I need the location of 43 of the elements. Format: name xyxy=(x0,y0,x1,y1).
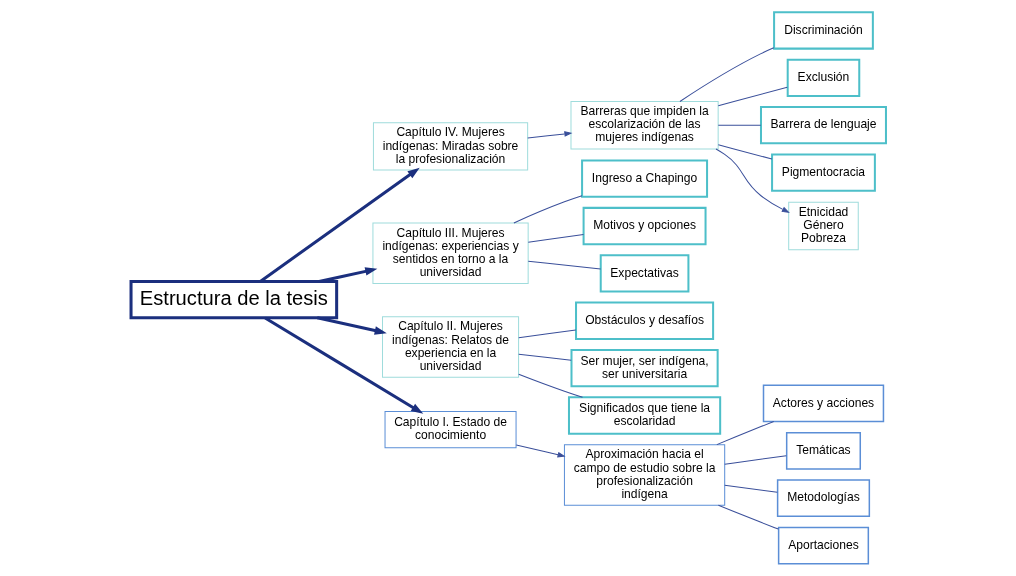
node-box: Aproximación hacia el campo de estudio sobre la profesionalización indígena xyxy=(563,444,725,506)
arrow xyxy=(318,267,377,283)
connector xyxy=(678,47,774,102)
connector xyxy=(717,124,761,126)
node-box: Discriminación xyxy=(772,11,874,50)
connector xyxy=(517,373,583,398)
node-box: Temáticas xyxy=(785,431,861,470)
connector xyxy=(517,329,576,339)
node-box: Pigmentocracia xyxy=(770,153,876,192)
connector xyxy=(517,353,572,361)
node-box: Obstáculos y desafíos xyxy=(574,301,714,340)
arrow xyxy=(526,131,572,139)
node-box: Capítulo II. Mujeres indígenas: Relatos de experiencia en la universidad xyxy=(381,316,519,378)
node-box: Barrera de lenguaje xyxy=(759,106,887,145)
connector xyxy=(723,484,778,493)
arrow xyxy=(316,316,387,335)
connector xyxy=(512,195,582,224)
arrow xyxy=(515,444,566,458)
connector xyxy=(527,260,601,270)
node-box: Capítulo IV. Mujeres indígenas: Miradas sobre la profesionalización xyxy=(372,122,528,171)
node-box: Capítulo III. Mujeres indígenas: experiencias y sentidos en torno a la universidad xyxy=(371,222,529,284)
connector xyxy=(715,421,774,446)
connector xyxy=(717,86,788,107)
connector xyxy=(527,234,584,243)
node-box: Capítulo I. Estado de conocimiento xyxy=(384,410,517,449)
node-box: Motivos y opciones xyxy=(582,206,707,246)
node-box: Significados que tiene la escolaridad xyxy=(567,396,721,435)
connector xyxy=(717,504,779,530)
node-box: Ingreso a Chapingo xyxy=(580,159,708,198)
arrow xyxy=(258,167,420,283)
arrow xyxy=(715,148,790,213)
node-box: Estructura de la tesis xyxy=(129,279,338,320)
arrow xyxy=(263,316,423,414)
node-box: Metodologías xyxy=(776,479,870,518)
node-box: Etnicidad Género Pobreza xyxy=(787,201,859,251)
node-box: Exclusión xyxy=(786,58,860,97)
node-box: Aportaciones xyxy=(777,526,869,565)
node-box: Expectativas xyxy=(599,254,689,293)
node-box: Actores y acciones xyxy=(762,384,884,423)
node-box: Ser mujer, ser indígena, ser universitaria xyxy=(570,349,719,388)
connector xyxy=(723,455,787,465)
node-box: Barreras que impiden la escolarización de las mujeres indígenas xyxy=(570,101,719,150)
connector xyxy=(717,144,772,160)
